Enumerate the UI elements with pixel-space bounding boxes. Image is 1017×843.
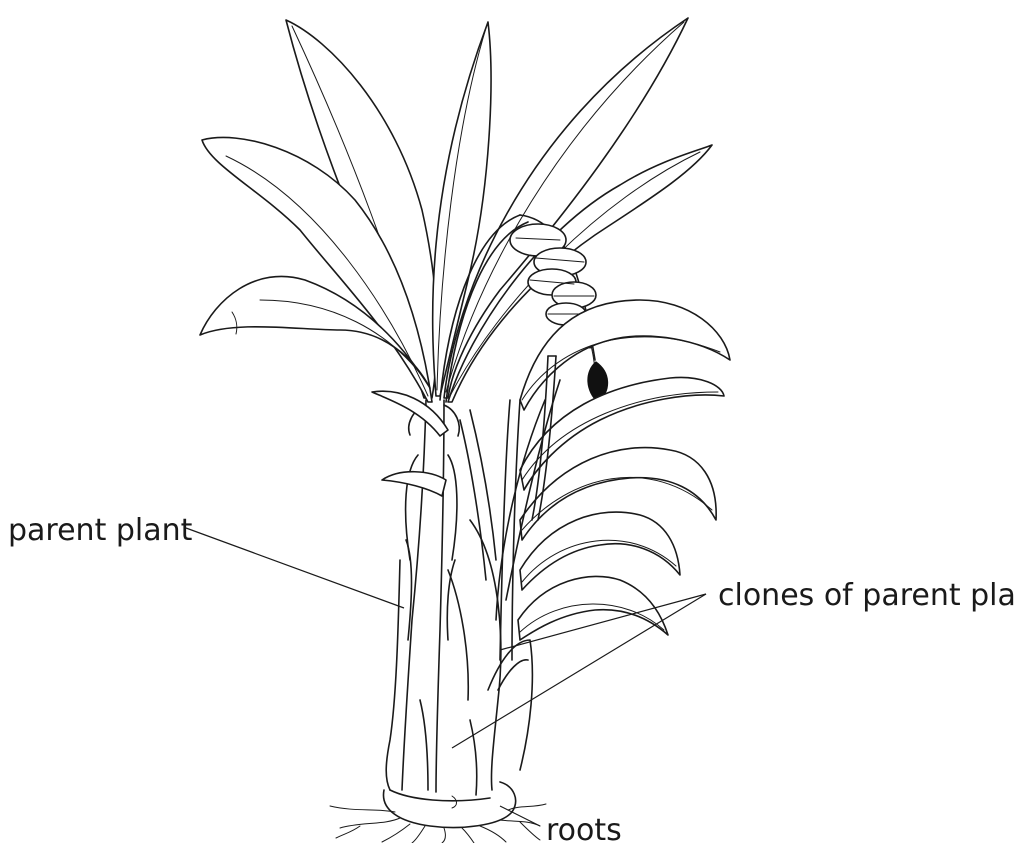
label-roots: roots — [546, 813, 622, 843]
leader-lines — [186, 528, 706, 826]
label-parent-plant: parent plant — [8, 513, 193, 548]
plant-base — [383, 520, 532, 827]
leader-roots — [500, 806, 540, 826]
label-clones-of-parent-plant: clones of parent plant — [718, 578, 1017, 613]
leader-parent-plant — [186, 528, 404, 608]
leaf — [372, 391, 448, 436]
leaf — [382, 472, 446, 496]
leader-clone-2 — [452, 594, 706, 748]
